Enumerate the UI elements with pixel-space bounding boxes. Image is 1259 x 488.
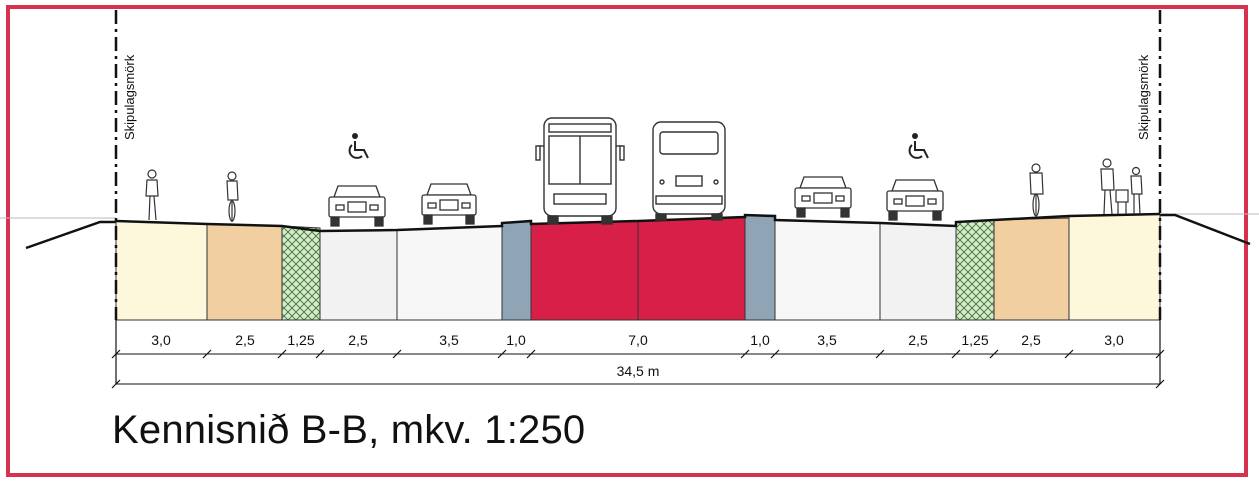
segment-bus-lane-right [637, 216, 746, 321]
segment-bike-path-right [993, 217, 1070, 321]
car-icon [886, 179, 944, 221]
segment-green-strip-left [281, 225, 321, 321]
car-icon [328, 185, 386, 227]
bus-rear-icon [652, 121, 726, 221]
cyclist-icon [226, 171, 239, 222]
car-icon [794, 176, 852, 218]
width-label: 3,5 [817, 332, 837, 348]
total-width-label: 34,5 m [617, 363, 660, 379]
width-label: 1,0 [506, 332, 526, 348]
segment-separator-right [744, 214, 776, 321]
segment-sidewalk-right [1068, 213, 1161, 321]
segment-sidewalk-left [115, 220, 208, 321]
pedestrians-with-stroller-icon [1100, 158, 1143, 215]
embankment-right [1160, 213, 1251, 246]
frame-border [6, 5, 1248, 477]
width-label: 1,25 [287, 332, 314, 348]
wheelchair-icon [908, 133, 929, 159]
width-label: 3,0 [151, 332, 171, 348]
segment-bus-lane-left [530, 220, 639, 321]
dimension-ticks [111, 320, 1165, 384]
width-label: 2,5 [348, 332, 368, 348]
width-label: 2,5 [1021, 332, 1041, 348]
section-title: Kennisnið B-B, mkv. 1:250 [112, 408, 586, 452]
cyclist-icon [1029, 163, 1044, 217]
boundary-label-left: Skipulagsmörk [122, 54, 137, 140]
car-icon [421, 183, 477, 225]
segment-parking-left [319, 229, 398, 321]
segment-width-labels: 3,0 2,5 1,25 2,5 3,5 1,0 7,0 1,0 3,5 2,5… [151, 332, 1124, 348]
width-label: 3,0 [1104, 332, 1124, 348]
width-label: 2,5 [235, 332, 255, 348]
width-label: 1,0 [750, 332, 770, 348]
segment-lane-right [774, 219, 881, 321]
boundary-label-right: Skipulagsmörk [1136, 54, 1151, 140]
segment-bike-path-left [206, 223, 283, 321]
pedestrian-icon [145, 169, 159, 221]
segment-green-strip-right [955, 219, 995, 321]
bus-front-icon [535, 117, 625, 225]
segment-separator-left [501, 220, 532, 321]
width-label: 1,25 [961, 332, 988, 348]
width-label: 3,5 [439, 332, 459, 348]
segment-lane-left [396, 225, 503, 321]
width-label: 7,0 [628, 332, 648, 348]
embankment-left [25, 220, 116, 250]
segment-parking-right [879, 222, 957, 321]
wheelchair-icon [348, 133, 369, 159]
surface-line [115, 212, 1161, 233]
width-label: 2,5 [908, 332, 928, 348]
